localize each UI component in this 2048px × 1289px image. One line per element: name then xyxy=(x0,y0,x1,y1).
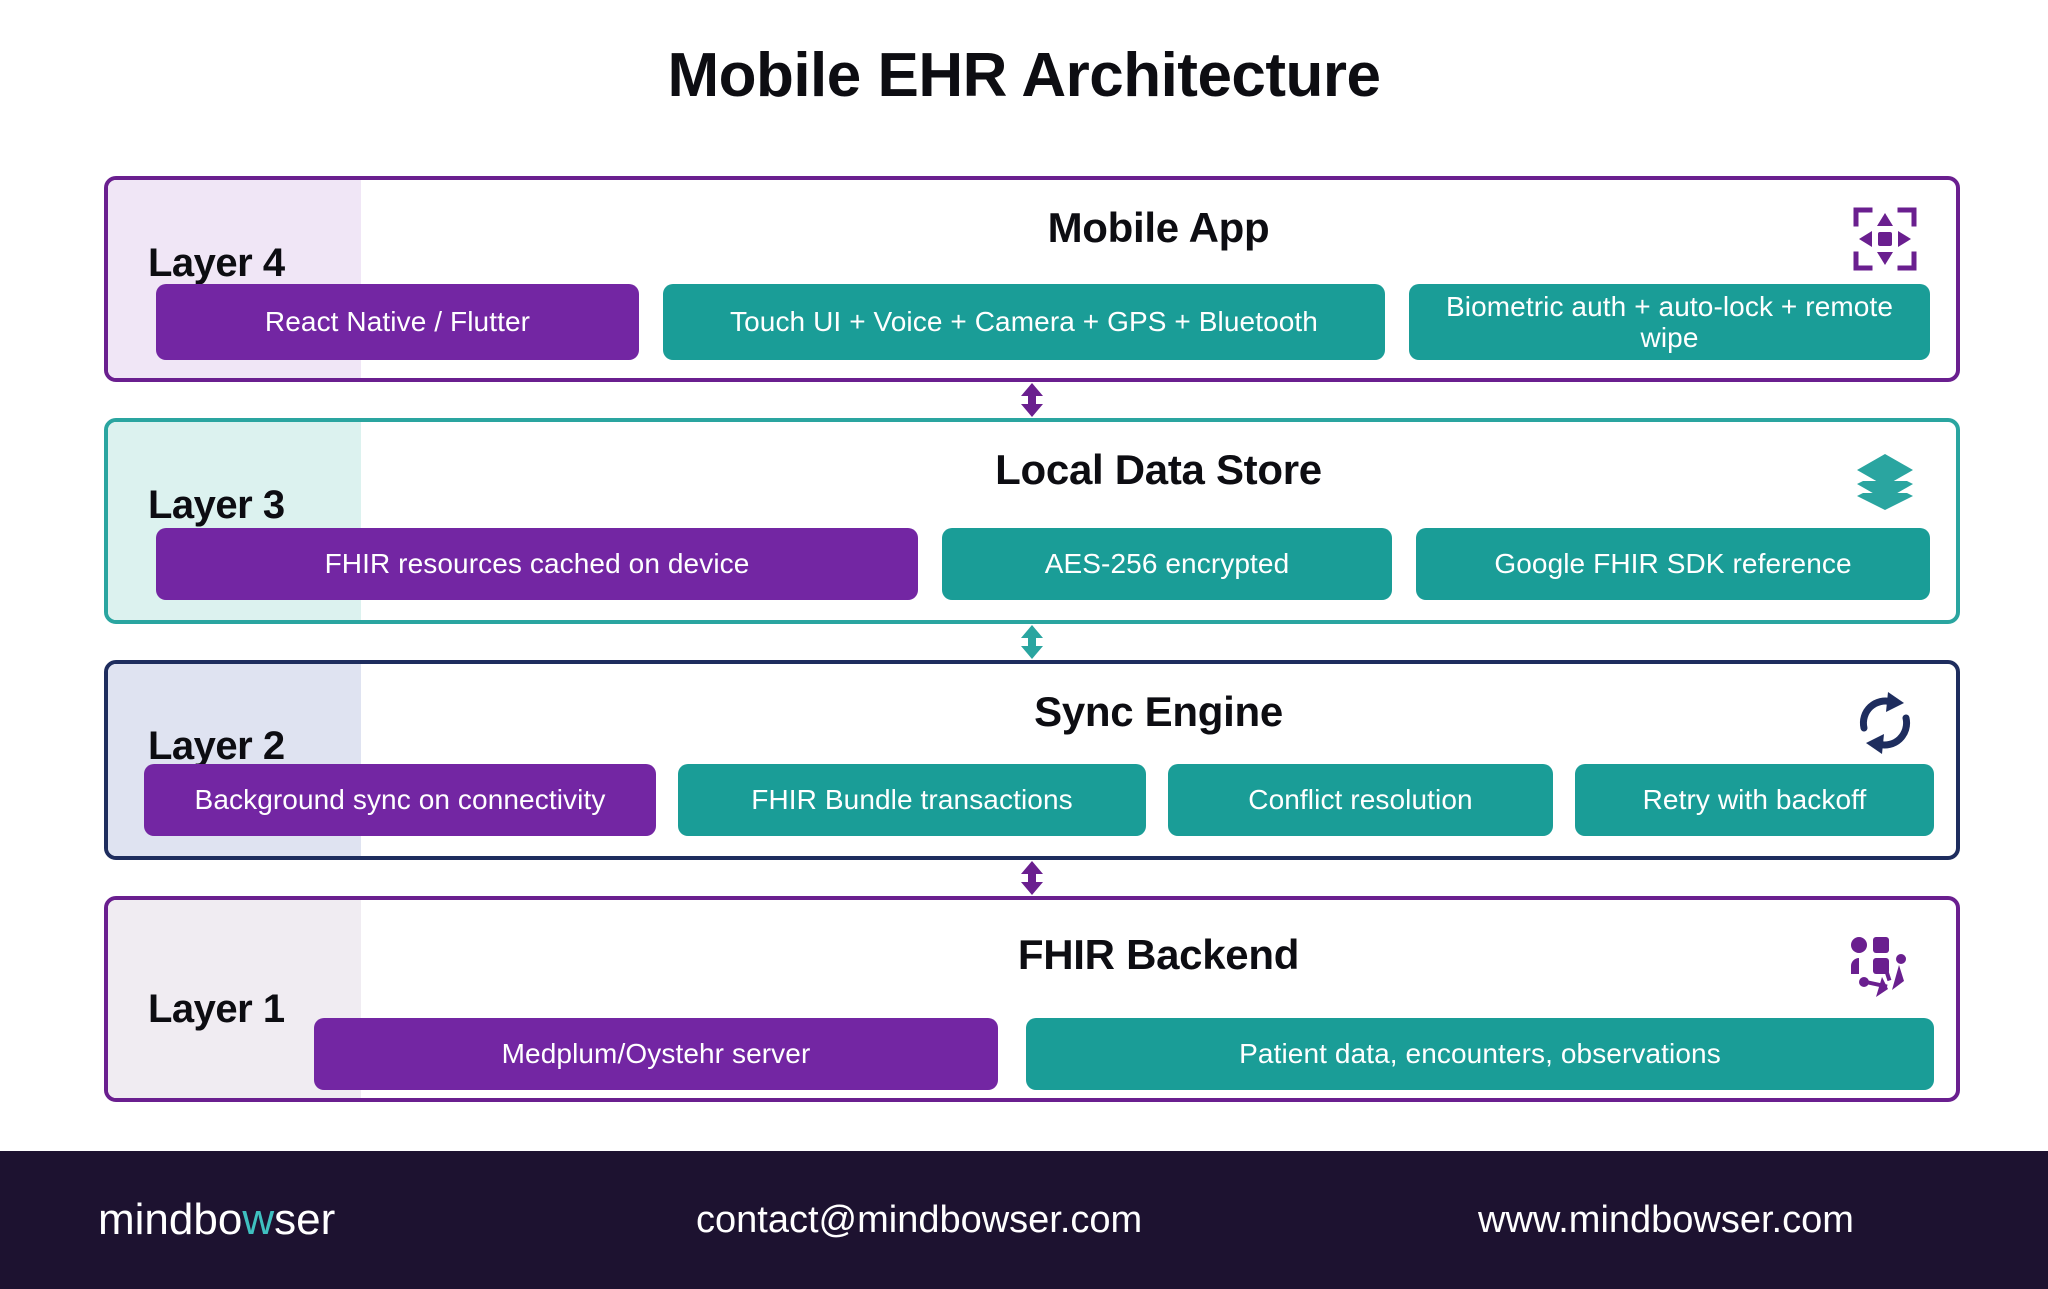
logo-text-part1: mindbo xyxy=(98,1195,243,1244)
layer-badge-label-2: Layer 2 xyxy=(148,723,285,768)
layer-pill-row-3: FHIR resources cached on device AES-256 … xyxy=(156,528,1930,600)
layer-pill[interactable]: Touch UI + Voice + Camera + GPS + Blueto… xyxy=(663,284,1385,360)
layer-pill-row-1: Medplum/Oystehr server Patient data, enc… xyxy=(314,1018,1934,1090)
layer-heading-4: Mobile App xyxy=(1047,204,1270,251)
connector-layer4-layer3 xyxy=(104,382,1960,418)
layer-card-4: Layer 4 Mobile App xyxy=(104,176,1960,382)
footer-bar: mindbowser contact@mindbowser.com www.mi… xyxy=(0,1151,2048,1289)
layer-badge-label-4: Layer 4 xyxy=(148,240,285,285)
double-arrow-vertical-icon xyxy=(1021,861,1043,895)
layer-heading-2: Sync Engine xyxy=(1034,688,1283,735)
logo-text-part2: ser xyxy=(274,1195,336,1244)
layer-card-3: Layer 3 Local Data Store FHIR resources … xyxy=(104,418,1960,624)
layer-pill[interactable]: Patient data, encounters, observations xyxy=(1026,1018,1934,1090)
connector-layer2-layer1 xyxy=(104,860,1960,896)
double-arrow-vertical-icon xyxy=(1021,383,1043,417)
layer-pill[interactable]: Biometric auth + auto-lock + remote wipe xyxy=(1409,284,1930,360)
logo-text-w: w xyxy=(242,1195,275,1244)
layer-pill[interactable]: Medplum/Oystehr server xyxy=(314,1018,998,1090)
expand-move-icon xyxy=(1852,206,1918,272)
layer-card-2: Layer 2 Sync Engine Background sync on c… xyxy=(104,660,1960,860)
layer-pill[interactable]: Google FHIR SDK reference xyxy=(1416,528,1930,600)
layer-pill-row-4: React Native / Flutter Touch UI + Voice … xyxy=(156,284,1930,360)
layer-badge-label-1: Layer 1 xyxy=(148,986,285,1031)
architecture-stack: Layer 4 Mobile App xyxy=(104,176,1960,1102)
mindbowser-logo: mindbowser xyxy=(98,1195,335,1245)
layer-pill[interactable]: Conflict resolution xyxy=(1168,764,1553,836)
layer-heading-1: FHIR Backend xyxy=(1017,931,1300,978)
layer-pill[interactable]: Retry with backoff xyxy=(1575,764,1934,836)
layer-card-1: Layer 1 FHIR Backend xyxy=(104,896,1960,1102)
layer-pill[interactable]: FHIR Bundle transactions xyxy=(678,764,1146,836)
footer-website[interactable]: www.mindbowser.com xyxy=(1478,1198,1854,1241)
layers-stack-icon xyxy=(1852,448,1918,514)
connector-layer3-layer2 xyxy=(104,624,1960,660)
layer-heading-3: Local Data Store xyxy=(995,446,1322,493)
footer-email[interactable]: contact@mindbowser.com xyxy=(696,1198,1143,1241)
layer-pill-row-2: Background sync on connectivity FHIR Bun… xyxy=(144,764,1934,836)
sync-refresh-icon xyxy=(1852,690,1918,756)
layer-pill[interactable]: FHIR resources cached on device xyxy=(156,528,918,600)
layer-pill[interactable]: AES-256 encrypted xyxy=(942,528,1392,600)
layer-badge-label-3: Layer 3 xyxy=(148,482,285,527)
layer-pill[interactable]: Background sync on connectivity xyxy=(144,764,656,836)
data-network-icon xyxy=(1846,934,1912,1000)
layer-pill[interactable]: React Native / Flutter xyxy=(156,284,639,360)
double-arrow-vertical-icon xyxy=(1021,625,1043,659)
page-title: Mobile EHR Architecture xyxy=(667,41,1381,110)
